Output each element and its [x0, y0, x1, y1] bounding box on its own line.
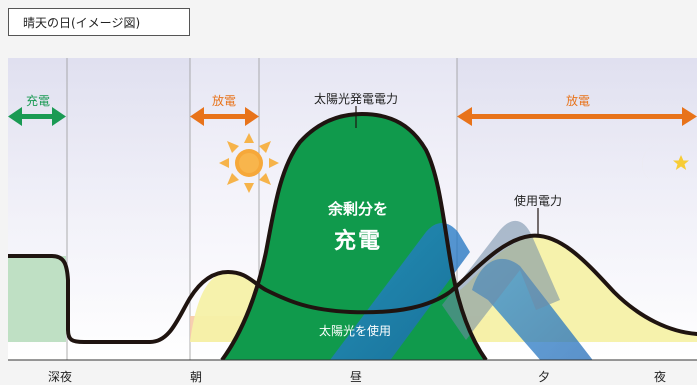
star-icon — [673, 155, 689, 170]
self-use-label: 太陽光を使用 — [318, 324, 392, 338]
solar-generation-label: 太陽光発電電力 — [313, 92, 399, 106]
time-label-evening: 夕 — [537, 370, 551, 384]
surplus-text-line2: 充電 — [333, 229, 383, 254]
time-label-noon: 昼 — [349, 370, 363, 384]
discharge-arrow-evening — [457, 107, 697, 126]
surplus-text-line1: 余剰分を — [327, 200, 389, 218]
charge-label: 充電 — [25, 94, 51, 108]
consumption-curve — [8, 233, 697, 344]
diagram-title: 晴天の日(イメージ図) — [8, 8, 190, 36]
surplus-charge-text: 余剰分を 充電 — [328, 198, 388, 255]
time-label-midnight: 深夜 — [47, 370, 73, 384]
decor-bar-left — [330, 223, 470, 360]
time-label-night: 夜 — [653, 370, 667, 384]
discharge-evening-label: 放電 — [565, 94, 591, 108]
sun-icon — [219, 133, 279, 193]
discharge-morning-label: 放電 — [211, 94, 237, 108]
time-label-morning: 朝 — [189, 370, 203, 384]
charge-arrow — [8, 107, 66, 126]
discharge-arrow-morning — [190, 107, 259, 126]
solar-generation-curve — [220, 111, 488, 360]
battery-stock-area — [8, 256, 66, 342]
decor-bar-mid — [442, 220, 560, 340]
consumption-label: 使用電力 — [513, 194, 563, 208]
